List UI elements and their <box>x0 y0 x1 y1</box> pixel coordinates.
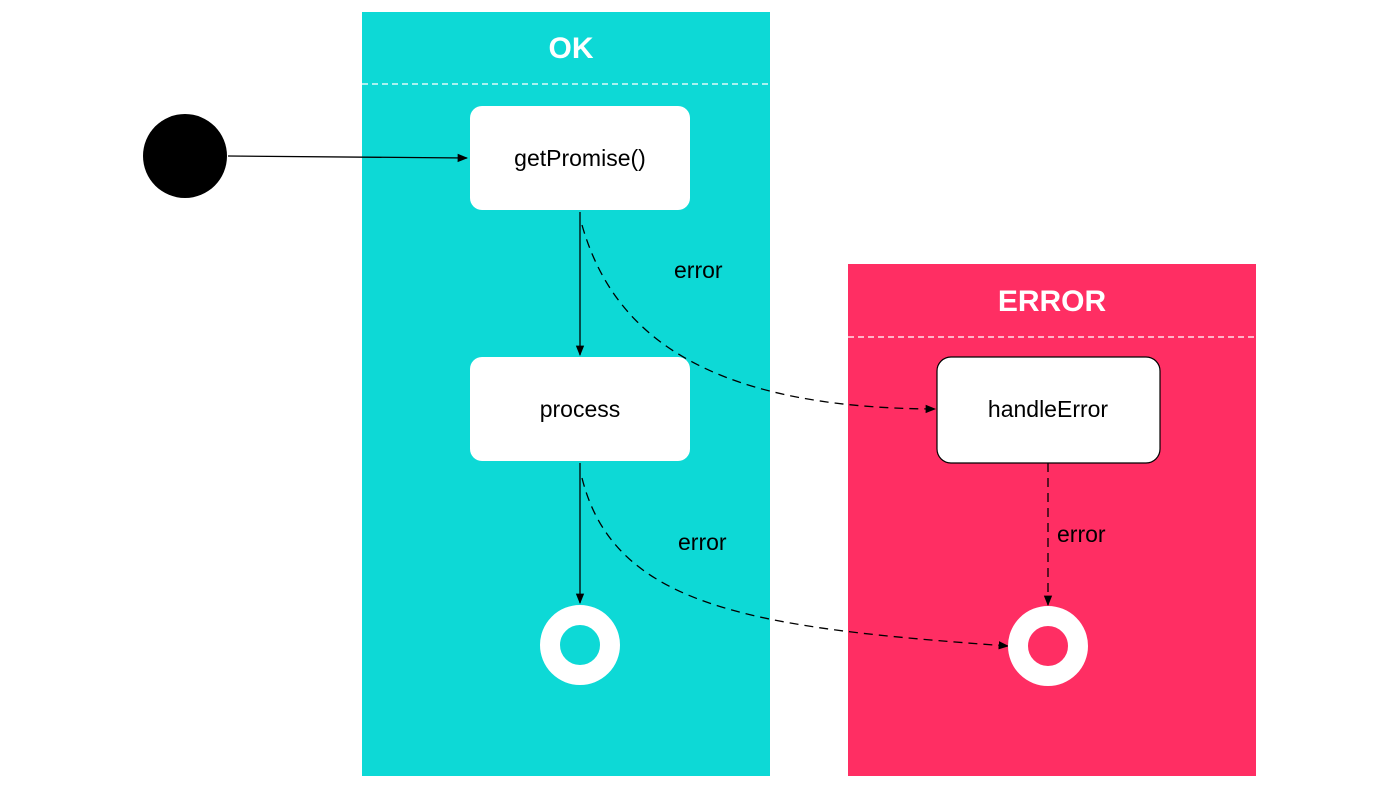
state-process-box <box>470 357 690 461</box>
final-state-error <box>1008 606 1088 686</box>
state-getpromise-label: getPromise() <box>514 145 646 171</box>
transition-process-to-final-error <box>581 477 1010 650</box>
transition-label-handleerror-error: error <box>1057 521 1106 547</box>
final-state-ok <box>540 605 620 685</box>
lane-error-title: ERROR <box>998 285 1107 318</box>
transitions <box>227 153 1053 650</box>
state-handleerror-box <box>936 356 1161 464</box>
state-process-label: process <box>540 396 621 422</box>
transition-label-process-error: error <box>678 529 727 555</box>
state-handleerror-label: handleError <box>988 396 1109 422</box>
state-handleerror: handleError <box>936 356 1161 464</box>
state-getpromise: getPromise() <box>470 106 690 210</box>
lane-error: ERROR <box>848 264 1256 776</box>
lane-error-background <box>848 264 1256 776</box>
transition-label-getpromise-error: error <box>674 257 723 283</box>
transition-initial-to-getpromise <box>227 153 469 163</box>
state-process: process <box>470 357 690 461</box>
transition-getpromise-to-handleerror <box>581 224 937 414</box>
state-getpromise-box <box>470 106 690 210</box>
initial-state <box>143 114 227 198</box>
lane-ok-title: OK <box>549 32 594 65</box>
